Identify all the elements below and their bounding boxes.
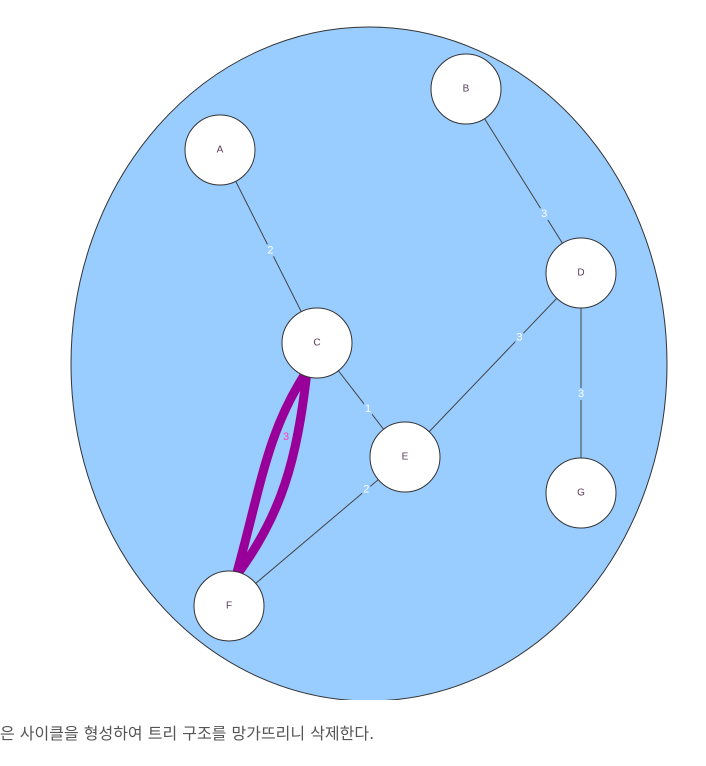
node-circle-g bbox=[545, 457, 617, 529]
caption-text: 은 사이클을 형성하여 트리 구조를 망가뜨리니 삭제한다. bbox=[0, 724, 375, 743]
edges-layer bbox=[219, 88, 582, 607]
edge-weight-d-e: 3 bbox=[516, 331, 522, 343]
node-label-g: G bbox=[577, 488, 585, 499]
edge-weight-background bbox=[577, 388, 585, 400]
node-f: F bbox=[193, 570, 265, 642]
edge-weight-d-g: 3 bbox=[578, 388, 584, 400]
node-circle-e bbox=[369, 421, 441, 493]
node-b: B bbox=[430, 53, 502, 125]
node-label-f: F bbox=[226, 601, 232, 612]
edge-weight-background bbox=[515, 331, 524, 344]
edge-weight-background bbox=[540, 208, 549, 221]
node-label-d: D bbox=[577, 268, 584, 279]
edge-weight-background bbox=[364, 403, 373, 416]
graph-diagram: A B C D E F G 2 3 1 3 3 2 3 bbox=[70, 26, 668, 700]
node-circle-d bbox=[545, 237, 617, 309]
node-label-e: E bbox=[402, 452, 409, 463]
edge-weight-background bbox=[362, 483, 371, 496]
edge-weight-e-f: 2 bbox=[363, 484, 369, 496]
cluster-region bbox=[70, 26, 668, 700]
node-a: A bbox=[184, 114, 256, 186]
node-label-c: C bbox=[313, 338, 320, 349]
edge-d-e bbox=[404, 272, 582, 458]
edge-e-f bbox=[228, 456, 406, 607]
node-c: C bbox=[281, 307, 353, 379]
edge-weight-c-f: 3 bbox=[283, 431, 289, 443]
edge-labels-layer: 2 3 1 3 3 2 3 bbox=[266, 208, 585, 496]
edge-weight-c-e: 1 bbox=[365, 403, 371, 415]
node-circle-b bbox=[430, 53, 502, 125]
edge-weight-background bbox=[266, 244, 275, 257]
node-g: G bbox=[545, 457, 617, 529]
node-label-a: A bbox=[217, 145, 224, 156]
edge-weight-b-d: 3 bbox=[541, 208, 547, 220]
edge-b-d bbox=[465, 88, 582, 274]
node-e: E bbox=[369, 421, 441, 493]
node-circle-f bbox=[193, 570, 265, 642]
highlighted-edge-c-f-strand-1 bbox=[231, 368, 311, 578]
highlighted-edge-c-f-strand-2 bbox=[232, 370, 312, 579]
edge-weight-a-c: 2 bbox=[267, 244, 273, 256]
nodes-layer: A B C D E F G bbox=[184, 53, 617, 642]
node-label-b: B bbox=[463, 84, 470, 95]
node-circle-a bbox=[184, 114, 256, 186]
node-circle-c bbox=[281, 307, 353, 379]
node-d: D bbox=[545, 237, 617, 309]
